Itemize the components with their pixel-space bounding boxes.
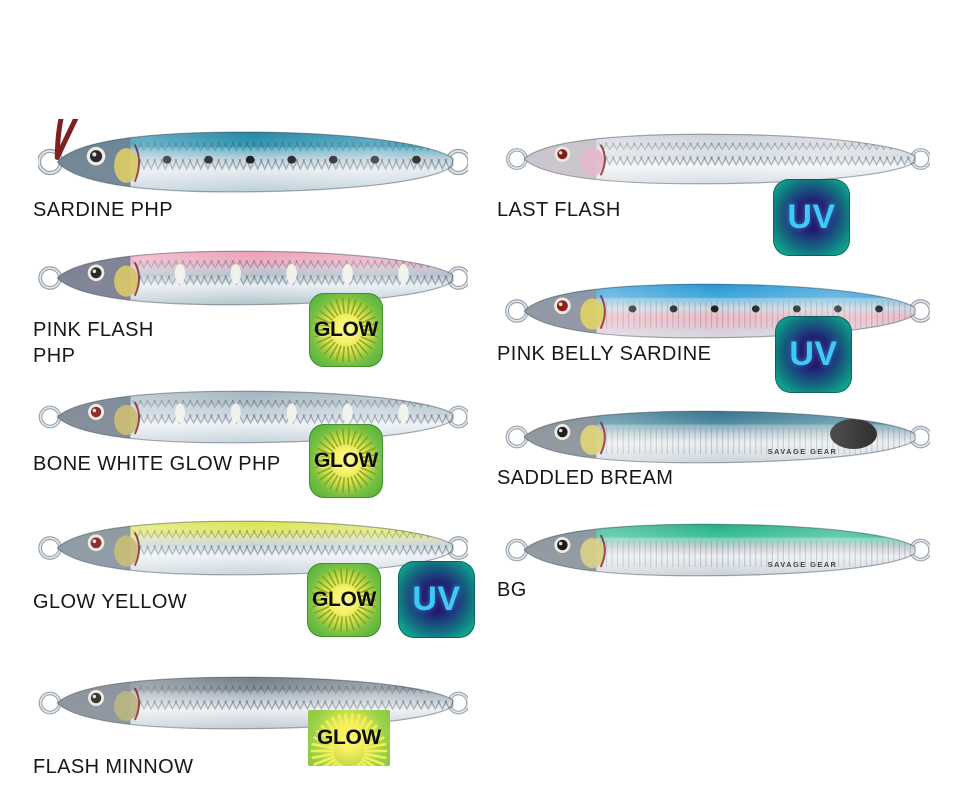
lure-image-sardine-php [36, 0, 472, 210]
uv-badge: UV [773, 179, 850, 256]
product-label-pink-flash-php: PINK FLASH PHP [33, 319, 154, 367]
glow-badge-label: GLOW [313, 449, 379, 472]
uv-badge: UV [398, 561, 475, 638]
glow-badge: GLOW [309, 424, 383, 498]
product-label-glow-yellow: GLOW YELLOW [33, 591, 188, 613]
glow-badge: GLOW [309, 293, 383, 367]
lure-image-last-flash [505, 121, 932, 202]
lure-image-flash-minnow [38, 664, 470, 747]
uv-badge-label: UV [412, 580, 461, 618]
product-label-flash-minnow: FLASH MINNOW [33, 756, 194, 778]
glow-badge-label: GLOW [316, 726, 382, 749]
glow-badge: GLOW [307, 563, 381, 637]
lure-image-pink-belly-sardine [505, 271, 933, 356]
svg-text:SAVAGE GEAR: SAVAGE GEAR [768, 560, 838, 569]
uv-badge-label: UV [789, 335, 838, 373]
product-label-last-flash: LAST FLASH [497, 199, 621, 221]
lure-image-pink-flash-php [38, 238, 471, 323]
product-label-sardine-php: SARDINE PHP [33, 199, 173, 221]
svg-text:SAVAGE GEAR: SAVAGE GEAR [768, 447, 838, 456]
lure-image-bone-white-glow-php [38, 378, 470, 461]
product-label-bone-white-glow-php: BONE WHITE GLOW PHP [33, 453, 281, 475]
glow-badge-label: GLOW [311, 588, 377, 611]
uv-badge-label: UV [787, 198, 836, 236]
uv-badge: UV [775, 316, 852, 393]
product-label-pink-belly-sardine: PINK BELLY SARDINE [497, 343, 712, 365]
lure-image-saddled-bream: SAVAGE GEAR [505, 398, 933, 481]
lure-image-glow-yellow [38, 508, 471, 593]
glow-badge-label: GLOW [313, 318, 379, 341]
product-label-bg: BG [497, 579, 527, 601]
glow-badge: GLOW [308, 710, 390, 766]
lure-image-bg: SAVAGE GEAR [505, 511, 933, 594]
product-label-saddled-bream: SADDLED BREAM [497, 467, 674, 489]
